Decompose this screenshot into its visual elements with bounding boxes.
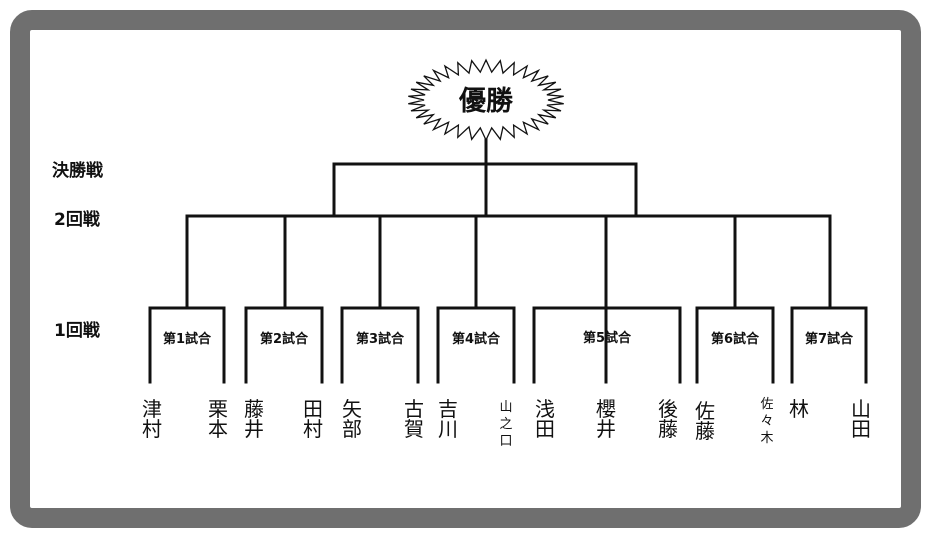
player-name: 矢 部 <box>342 397 362 441</box>
match-label-7: 第7試合 <box>805 331 854 347</box>
champion-label: 優勝 <box>458 86 514 117</box>
match-bracket-2 <box>244 306 324 384</box>
player-name: 佐 々 木 <box>760 397 774 446</box>
match-bracket-4 <box>436 306 516 384</box>
match-label-5: 第5試合 <box>583 330 632 346</box>
player-name: 佐 藤 <box>695 399 715 443</box>
round-label-final: 決勝戦 <box>52 161 103 181</box>
player-name: 津 村 <box>142 397 162 441</box>
match-bracket-1 <box>148 306 226 384</box>
player-name: 藤 井 <box>244 397 264 441</box>
player-name: 後 藤 <box>658 397 678 441</box>
match-label-1: 第1試合 <box>163 331 212 347</box>
player-name: 栗 本 <box>208 397 228 441</box>
match-label-6: 第6試合 <box>711 331 760 347</box>
match-bracket-6 <box>695 306 775 384</box>
match-label-3: 第3試合 <box>356 331 405 347</box>
round-label-second: 2回戦 <box>54 210 100 230</box>
player-name: 林 <box>789 397 809 421</box>
player-name: 山 田 <box>851 397 871 441</box>
player-name: 田 村 <box>303 397 323 441</box>
match-bracket-3 <box>340 306 420 384</box>
player-name: 古 賀 <box>404 397 424 441</box>
player-name: 浅 田 <box>535 397 555 441</box>
round-label-first: 1回戦 <box>54 321 100 341</box>
match-label-2: 第2試合 <box>260 331 309 347</box>
player-name: 吉 川 <box>438 397 458 441</box>
player-name: 櫻 井 <box>596 397 616 441</box>
match-bracket-7 <box>790 306 868 384</box>
player-name: 山 之 口 <box>499 400 513 449</box>
match-label-4: 第4試合 <box>452 331 501 347</box>
